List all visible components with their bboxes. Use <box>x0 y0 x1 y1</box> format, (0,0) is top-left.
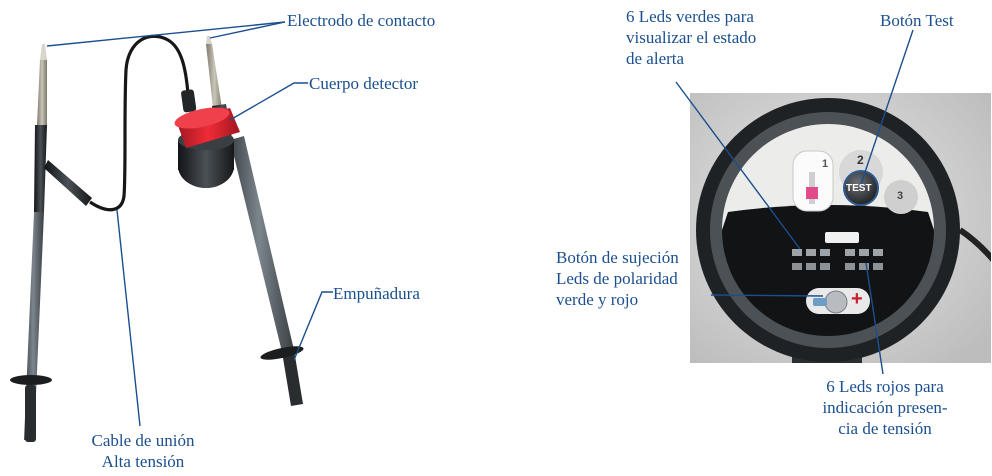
label-leds-rojos: 6 Leds rojos para indicación presen- cia… <box>790 376 980 439</box>
leader-cuerpo <box>229 82 308 121</box>
label-leds-rojos-line2: indicación presen- <box>822 398 948 417</box>
leader-electrodo-right <box>209 21 286 39</box>
label-leds-verdes: 6 Leds verdes para visualizar el estado … <box>626 6 756 69</box>
test-button[interactable] <box>843 170 879 206</box>
dial-3[interactable] <box>884 180 918 214</box>
label-boton-test: Botón Test <box>880 11 954 30</box>
dial-1-number: 1 <box>822 158 829 170</box>
detector-bottom-panel <box>722 230 934 336</box>
dial-1-indicator <box>806 187 818 199</box>
label-sujecion-line3: verde y rojo <box>556 290 639 309</box>
label-empunadura: Empuñadura <box>333 284 420 303</box>
led-grid <box>792 249 883 270</box>
closeup-cable <box>958 227 991 262</box>
left-probe <box>10 44 92 442</box>
label-electrodo: Electrodo de contacto <box>287 11 436 30</box>
label-cable-line2: Alta tensión <box>101 452 185 471</box>
label-leds-rojos-line1: 6 Leds rojos para <box>826 377 944 396</box>
connecting-cable <box>89 34 190 212</box>
left-electrode-point <box>40 44 47 60</box>
detector-display-band <box>722 205 934 230</box>
led-label-plate <box>825 232 859 243</box>
leader-cable <box>116 209 141 427</box>
left-hand-guard <box>10 375 52 385</box>
left-probe-grip <box>34 125 47 212</box>
leader-boton-test <box>860 29 914 185</box>
leader-leds-rojos <box>865 262 884 375</box>
leader-electrodo-left <box>46 21 286 47</box>
leader-sujecion <box>710 294 824 297</box>
label-leds-verdes-line3: de alerta <box>626 49 685 68</box>
left-end-cap <box>25 385 36 442</box>
leader-empunadura <box>293 291 333 361</box>
plus-sign: + <box>851 288 863 310</box>
label-leds-rojos-line3: cia de tensión <box>838 419 932 438</box>
right-electrode-tip <box>206 44 223 117</box>
label-cuerpo-detector: Cuerpo detector <box>309 74 419 93</box>
label-cable: Cable de unión Alta tensión <box>68 430 218 472</box>
polarity-minus-led <box>813 298 827 306</box>
label-sujecion: Botón de sujeción Leds de polaridad verd… <box>556 247 679 310</box>
right-hand-guard <box>260 346 304 360</box>
left-cable-connector <box>44 160 92 206</box>
label-leds-verdes-line1: 6 Leds verdes para <box>626 7 754 26</box>
dial-3-number: 3 <box>897 190 904 202</box>
dial-2-number: 2 <box>857 153 864 167</box>
hold-button[interactable] <box>824 290 848 314</box>
leader-lines <box>46 21 914 427</box>
label-sujecion-line1: Botón de sujeción <box>556 248 679 267</box>
label-sujecion-line2: Leds de polaridad <box>556 269 678 288</box>
cable-entry <box>181 89 197 113</box>
leader-leds-verdes <box>675 81 801 250</box>
right-end-cap <box>282 350 303 406</box>
detector-closeup <box>690 93 991 363</box>
detector-red-top <box>174 107 230 129</box>
left-electrode-tip <box>37 60 47 125</box>
right-probe <box>174 36 304 406</box>
right-probe-handle <box>230 136 294 352</box>
label-leds-verdes-line2: visualizar el estado <box>626 28 757 47</box>
test-button-label: TEST <box>846 183 872 194</box>
label-cable-line1: Cable de unión <box>91 431 195 450</box>
